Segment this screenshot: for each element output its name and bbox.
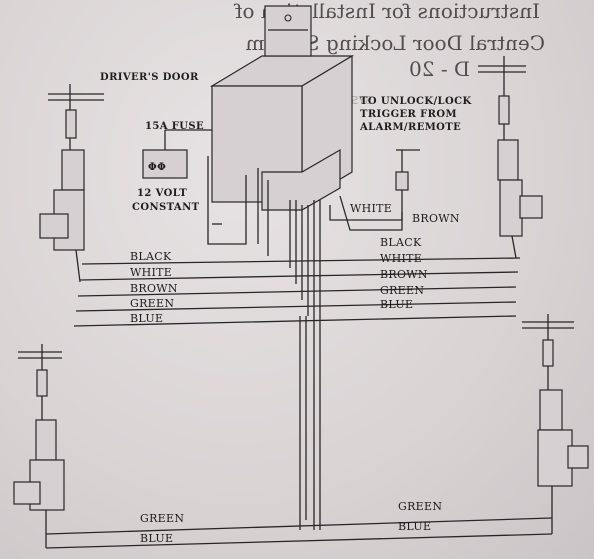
wire-label-right: BROWN (380, 268, 428, 281)
wire-label-left: BLUE (130, 312, 163, 325)
bottom-left-labels: GREEN BLUE (140, 512, 184, 545)
bottom-right-labels: GREEN BLUE (398, 500, 442, 533)
trigger-label-line-3: ALARM/REMOTE (359, 122, 461, 133)
header-line-3: D - 20 (409, 57, 470, 81)
left-bus-labels: BLACK WHITE BROWN GREEN BLUE (130, 250, 178, 325)
wire-label-right: BLACK (380, 236, 422, 249)
wire-label-left: BLACK (130, 250, 172, 263)
wire-label-right: GREEN (380, 284, 424, 297)
wire-harness (207, 156, 321, 530)
actuator-front-left (39, 84, 104, 283)
trigger-label-line-2: TRIGGER FROM (360, 109, 457, 120)
wire-label-left: BROWN (130, 282, 178, 295)
wire-label-bottom-right: BLUE (398, 520, 431, 533)
trigger-white-label: WHITE (350, 202, 392, 215)
wire-label-left: GREEN (130, 297, 174, 310)
actuator-rear-left (13, 344, 65, 511)
drivers-door-label: DRIVER'S DOOR (100, 72, 199, 83)
right-bus-labels: BLACK WHITE BROWN GREEN BLUE (380, 236, 428, 311)
actuator-front-right (478, 56, 543, 259)
trigger-brown-label: BROWN (412, 212, 460, 225)
power-label-line-2: CONSTANT (132, 202, 200, 213)
wire-bus (45, 257, 553, 549)
control-module (209, 5, 355, 211)
wire-label-bottom-right: GREEN (398, 500, 442, 513)
wire-label-bottom-left: BLUE (140, 532, 173, 545)
actuator-rear-right (522, 314, 589, 487)
wire-label-bottom-left: GREEN (140, 512, 184, 525)
fuse-label: 15A FUSE (145, 121, 204, 132)
trigger-label-line-1: TO UNLOCK/LOCK (360, 96, 472, 107)
fuse-glyph: ΦΦ (148, 162, 166, 173)
trigger-connector (329, 149, 420, 231)
fuse-holder: ΦΦ (142, 129, 212, 179)
wire-label-right: WHITE (380, 252, 422, 265)
wire-label-left: WHITE (130, 266, 172, 279)
power-label-line-1: 12 VOLT (137, 188, 187, 199)
wire-label-right: BLUE (380, 298, 413, 311)
